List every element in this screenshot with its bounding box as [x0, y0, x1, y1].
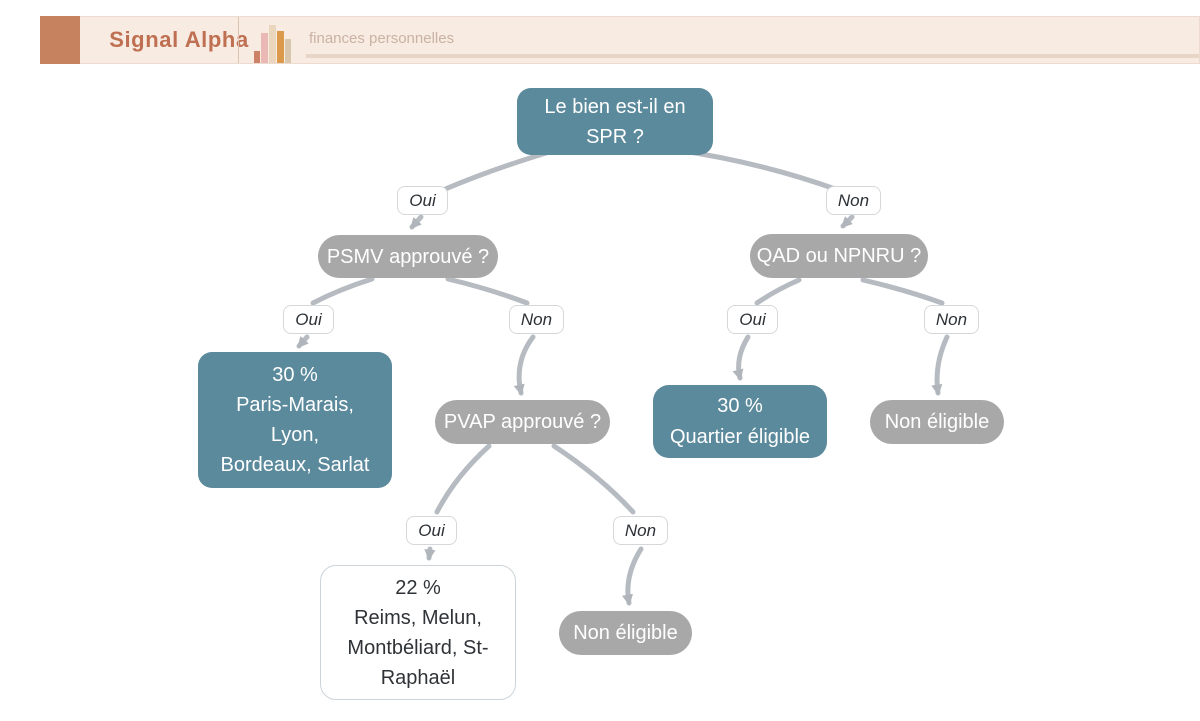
- branch-label-text: Oui: [418, 520, 445, 540]
- node-text-line: 22 %: [395, 576, 441, 599]
- brand-accent-square: [40, 16, 80, 64]
- branch-label-text: Non: [935, 309, 968, 329]
- branch-label-text: Non: [837, 190, 870, 210]
- brand-title: Signal Alpha: [109, 27, 249, 52]
- branch-label-text: Non: [624, 520, 657, 540]
- node-text-line: Montbéliard, St-: [347, 636, 489, 659]
- branch-label-no: Non: [826, 186, 881, 215]
- edge-oui3-to-res: [732, 334, 751, 381]
- node-text-line: PSMV approuvé ?: [326, 245, 490, 268]
- decision-node-spr: Le bien est-il en SPR ?: [517, 88, 713, 155]
- edge-pvap-to-non4: [551, 443, 636, 515]
- edge-oui1-to-psmv: [409, 214, 424, 230]
- edge-non2-to-pvap: [513, 334, 536, 396]
- branch-label-yes: Oui: [406, 516, 457, 545]
- edge-root-to-non1: [673, 147, 841, 193]
- node-text-line: Lyon,: [270, 424, 320, 446]
- decision-node-qad-npnru: QAD ou NPNRU ?: [750, 234, 928, 278]
- branch-label-text: Oui: [295, 309, 322, 329]
- edge-oui2-to-res: [296, 334, 310, 349]
- edge-non1-to-qad: [840, 214, 855, 229]
- node-text-line: PVAP approuvé ?: [443, 411, 602, 433]
- node-text-line: 30 %: [272, 364, 318, 386]
- bar-chart-logo-icon: [254, 25, 291, 63]
- branch-label-no: Non: [613, 516, 668, 545]
- header-divider: [238, 17, 239, 63]
- node-text-line: Bordeaux, Sarlat: [220, 454, 370, 476]
- branch-label-yes: Oui: [397, 186, 448, 215]
- node-text-line: Non éligible: [573, 622, 678, 644]
- node-text-line: SPR ?: [586, 125, 644, 148]
- result-node-psmv-30pct: 30 % Paris-Marais, Lyon, Bordeaux, Sarla…: [198, 352, 392, 488]
- category-underline: [306, 54, 1199, 58]
- node-text-line: Quartier éligible: [669, 425, 811, 448]
- edge-root-to-oui1: [440, 147, 559, 193]
- branch-label-no: Non: [924, 305, 979, 334]
- branch-label-text: Oui: [739, 309, 766, 329]
- decision-node-psmv: PSMV approuvé ?: [318, 235, 498, 278]
- node-text-line: QAD ou NPNRU ?: [756, 245, 922, 267]
- edge-qad-to-oui3: [754, 277, 802, 306]
- branch-label-yes: Oui: [727, 305, 778, 334]
- edge-pvap-to-oui4: [434, 443, 492, 515]
- node-text-line: Le bien est-il en: [544, 95, 686, 118]
- edge-qad-to-non3: [860, 277, 945, 306]
- branch-label-no: Non: [509, 305, 564, 334]
- result-node-qad-30pct: 30 % Quartier éligible: [653, 385, 827, 458]
- edge-oui4-to-res: [424, 546, 436, 561]
- edge-non3-to-ne: [931, 334, 950, 396]
- app-header: Signal Alpha finances personnelles: [40, 16, 1200, 64]
- result-node-not-eligible: Non éligible: [870, 400, 1004, 444]
- node-text-line: Reims, Melun,: [354, 606, 482, 629]
- category-label: finances personnelles: [309, 30, 455, 47]
- decision-node-pvap: PVAP approuvé ?: [435, 400, 610, 444]
- node-text-line: Paris-Marais,: [236, 394, 354, 416]
- result-node-pvap-22pct: 22 % Reims, Melun, Montbéliard, St- Raph…: [320, 565, 516, 700]
- edge-non4-to-ne: [621, 546, 644, 606]
- node-text-line: Raphaël: [380, 666, 456, 689]
- edge-psmv-to-non2: [445, 276, 530, 306]
- result-node-not-eligible: Non éligible: [559, 611, 692, 655]
- branch-label-text: Oui: [409, 190, 436, 210]
- node-text-line: 30 %: [717, 394, 763, 417]
- edge-psmv-to-oui2: [310, 276, 375, 306]
- branch-label-text: Non: [520, 309, 553, 329]
- branch-label-yes: Oui: [283, 305, 334, 334]
- node-text-line: Non éligible: [884, 411, 990, 433]
